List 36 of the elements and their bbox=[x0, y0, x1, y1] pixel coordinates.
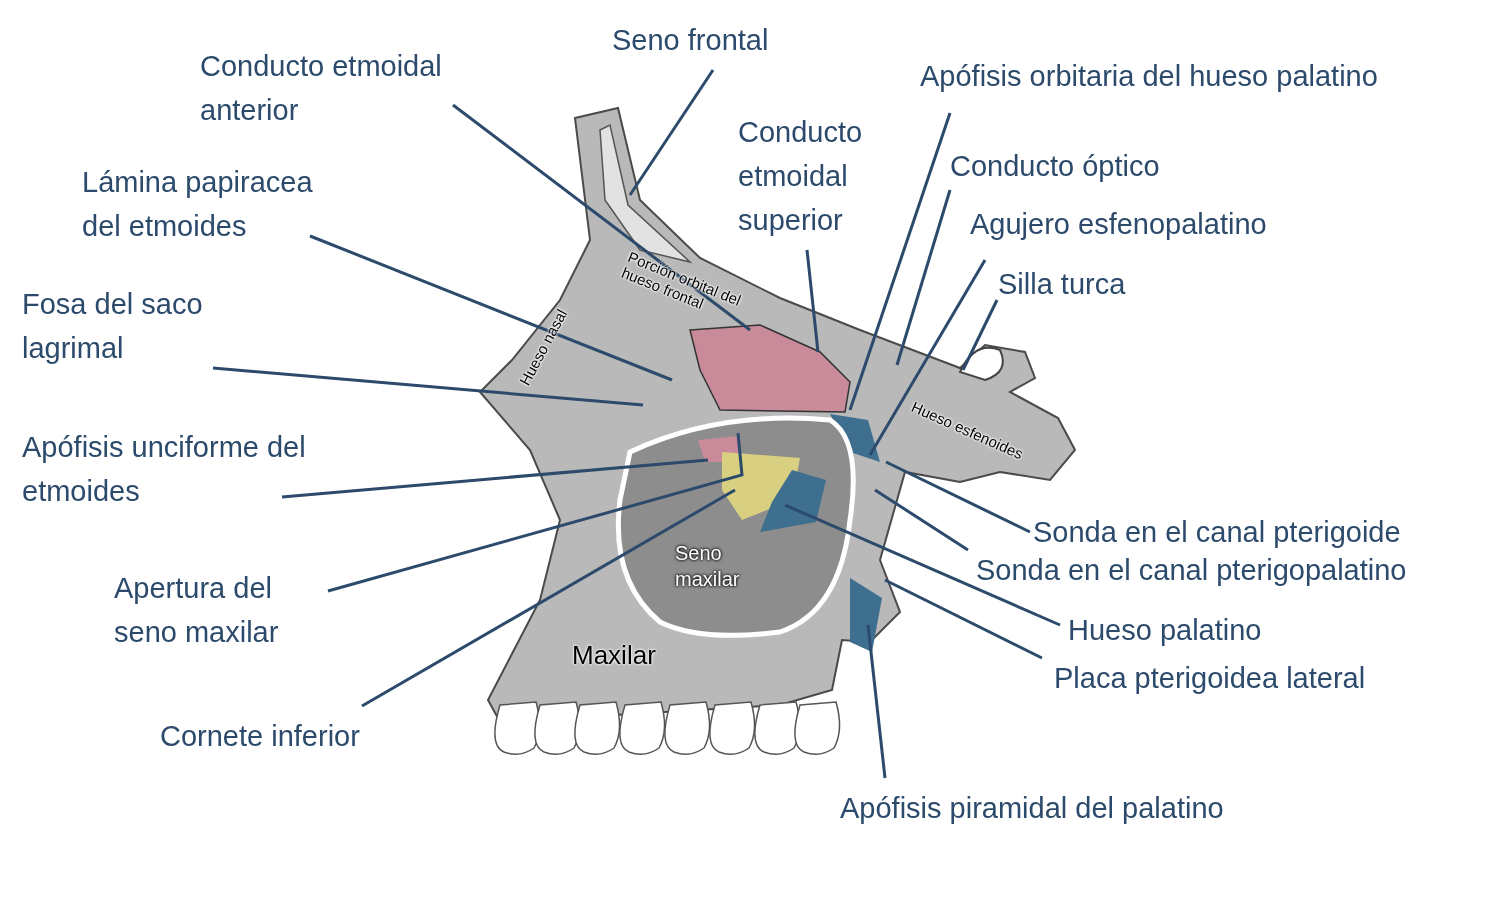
leader-line bbox=[784, 503, 1061, 627]
leader-line bbox=[805, 249, 820, 353]
callout-label: Apófisis unciforme del etmoides bbox=[22, 430, 307, 509]
callout-label: Apófisis orbitaria del hueso palatino bbox=[920, 59, 1379, 94]
leader-line bbox=[628, 69, 715, 196]
callout-label: Sonda en el canal pterigoide bbox=[1033, 515, 1402, 550]
leader-line bbox=[885, 460, 1031, 534]
leader-line bbox=[309, 234, 673, 382]
callout-label: Lámina papiracea del etmoides bbox=[82, 165, 314, 244]
callout-label: Apófisis piramidal del palatino bbox=[840, 791, 1225, 826]
leader-line bbox=[866, 624, 887, 779]
callout-label: Agujero esfenopalatino bbox=[970, 207, 1268, 242]
leader-line bbox=[848, 112, 952, 411]
callout-label: Silla turca bbox=[998, 267, 1127, 302]
callout-label: Conducto etmoidal superior bbox=[738, 115, 864, 238]
cavity-label: Seno maxilar bbox=[675, 541, 741, 592]
callout-label: Hueso palatino bbox=[1068, 613, 1263, 648]
leader-line bbox=[961, 299, 999, 371]
leader-line bbox=[281, 458, 709, 499]
leader-line bbox=[884, 578, 1043, 660]
callout-label: Sonda en el canal pterigopalatino bbox=[976, 553, 1408, 588]
callout-label: Cornete inferior bbox=[160, 719, 361, 754]
callout-label: Seno frontal bbox=[612, 23, 770, 58]
part-label: Maxilar bbox=[572, 640, 656, 670]
callout-label: Placa pterigoidea lateral bbox=[1054, 661, 1367, 696]
callout-label: Conducto etmoidal anterior bbox=[200, 49, 443, 128]
leader-line bbox=[212, 366, 644, 407]
leader-line bbox=[452, 103, 751, 332]
leader-line bbox=[327, 432, 744, 593]
callout-label: Conducto óptico bbox=[950, 149, 1161, 184]
leader-line bbox=[361, 488, 736, 708]
callout-label: Fosa del saco lagrimal bbox=[22, 287, 204, 366]
leader-line bbox=[874, 488, 969, 552]
callout-label: Apertura del seno maxilar bbox=[114, 571, 280, 650]
leader-line bbox=[895, 189, 952, 366]
leader-line bbox=[868, 259, 987, 456]
